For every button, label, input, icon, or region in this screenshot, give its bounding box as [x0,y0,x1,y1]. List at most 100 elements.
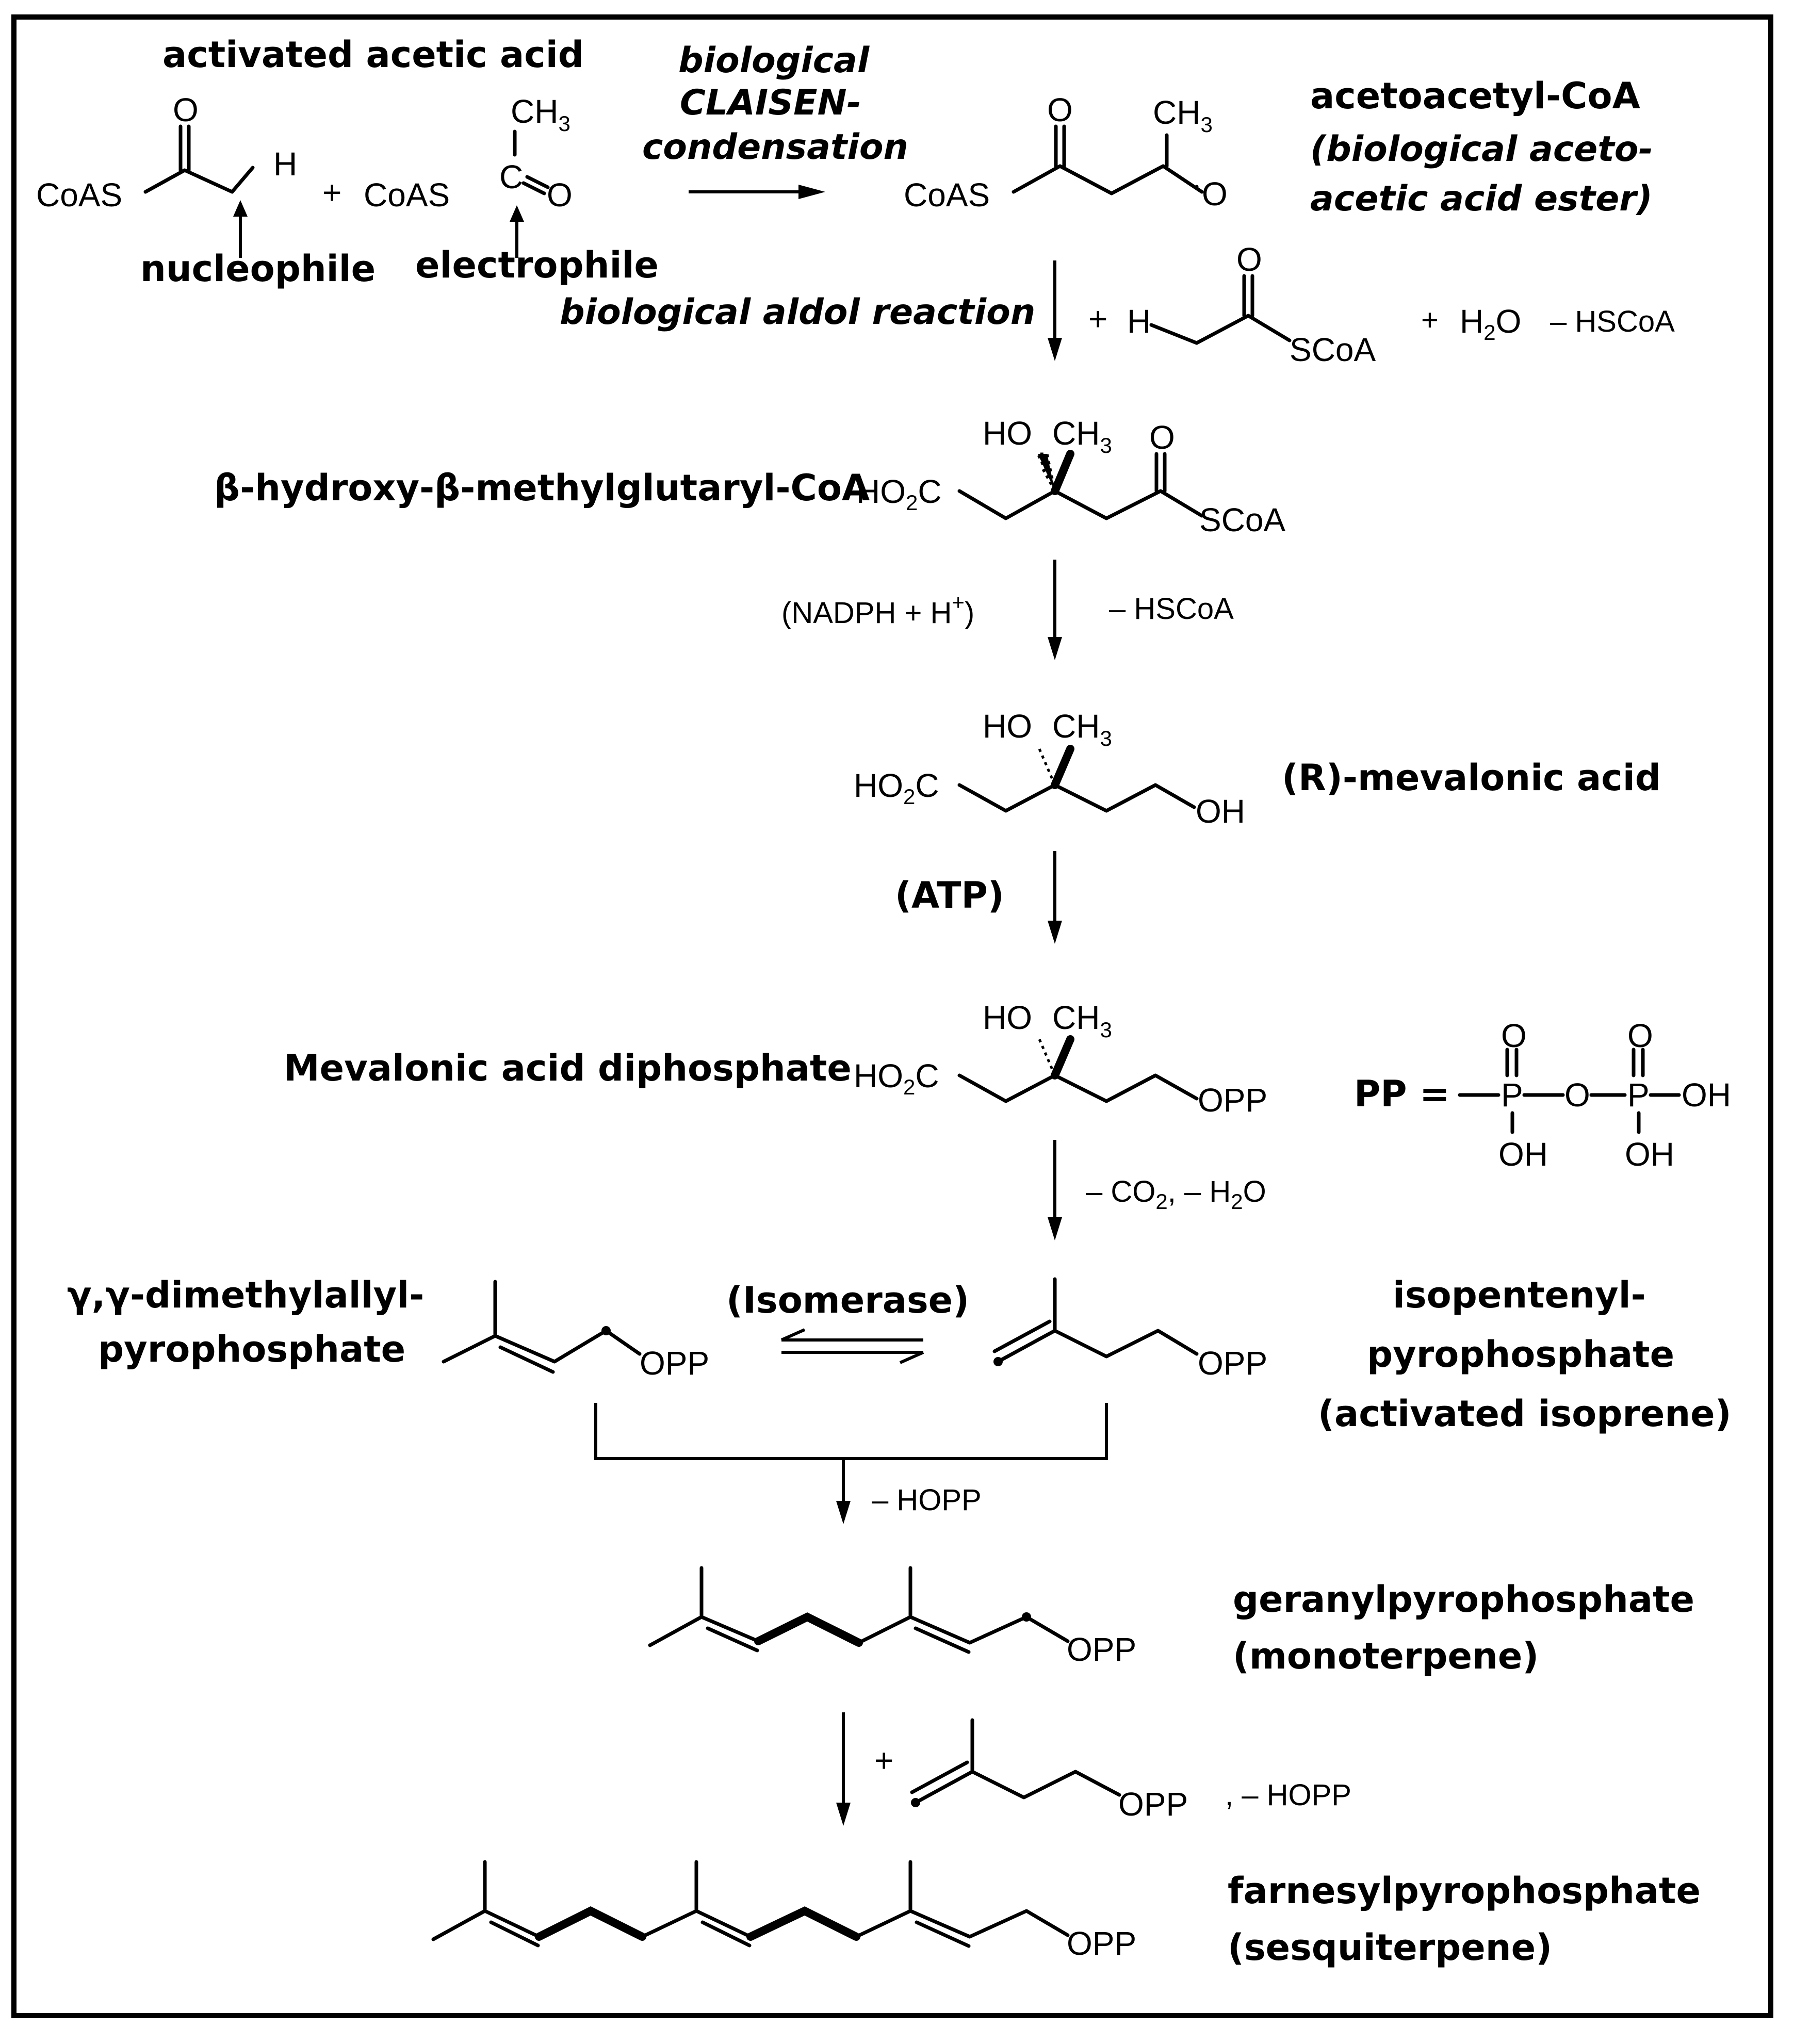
dmapp-structure: OPP [442,1280,709,1382]
label-ipp-1: isopentenyl- [1393,1274,1646,1316]
svg-text:OH: OH [1196,793,1245,830]
svg-text:HO2C: HO2C [856,473,942,515]
svg-text:O: O [1627,1017,1653,1054]
svg-text:O: O [1501,1017,1527,1054]
arrow-chain-elongation [836,1712,851,1826]
svg-text:+: + [1421,303,1439,337]
svg-text:OPP: OPP [1067,1631,1136,1668]
svg-text:P: P [1501,1076,1523,1114]
svg-text:CH3: CH3 [511,93,570,136]
svg-text:OPP: OPP [1118,1786,1188,1823]
svg-text:O: O [173,91,199,128]
water-reagent: + H2O – HSCoA [1421,303,1675,345]
label-nucleophile: nucleophile [140,248,376,290]
svg-text:O: O [1564,1076,1590,1114]
arrow-claisen [689,185,825,199]
svg-text:+: + [1088,300,1107,337]
reagent-atp: (ATP) [895,874,1004,917]
svg-text:CoAS: CoAS [364,176,450,214]
bracket-condensation [594,1403,1108,1524]
svg-text:O: O [1202,175,1228,212]
svg-text:SCoA: SCoA [1290,331,1376,368]
svg-text:O: O [547,176,573,214]
reagent-minus-hopp-2: , – HOPP [1225,1778,1351,1812]
label-fpp-1: farnesylpyrophosphate [1228,1870,1701,1912]
pyrophosphate-definition: PP = P O P OH O O OH OH [1354,1017,1731,1173]
svg-text:CoAS: CoAS [36,176,122,214]
svg-text:CH3: CH3 [1052,999,1112,1042]
ipp-reagent-structure: + OPP [874,1718,1188,1823]
arrow-phosphorylation [1048,851,1062,944]
label-gpp-1: geranylpyrophosphate [1233,1578,1694,1621]
arrow-isomerase-equilibrium [780,1328,924,1364]
svg-text:OPP: OPP [640,1345,709,1382]
label-gpp-2: (monoterpene) [1233,1635,1539,1677]
label-aldol: biological aldol reaction [560,292,1035,333]
label-acetoacetyl-1: acetoacetyl-CoA [1310,75,1640,117]
svg-text:HO: HO [983,708,1032,745]
acetoacetyl-coa-structure: CoAS O CH3 O [904,91,1228,214]
svg-text:H: H [273,145,297,183]
label-electrophile: electrophile [415,244,659,286]
svg-text:O: O [1149,419,1175,456]
svg-text:HO2C: HO2C [854,767,939,809]
arrow-decarboxylation [1048,1140,1062,1240]
plus-sign: + [322,174,341,211]
acetyl-coa-nucleophile: CoAS O H [36,91,297,258]
ipp-structure: OPP [992,1277,1267,1382]
reagent-minus-hopp-1: – HOPP [872,1483,982,1517]
svg-text:– HSCoA: – HSCoA [1550,305,1675,338]
mevalonic-acid-structure: HO2C HO CH3 OH [854,708,1245,830]
label-mevalonic-diphosphate: Mevalonic acid diphosphate [284,1047,852,1089]
label-claisen-3: condensation [642,127,908,168]
acetyl-coa-electrophile: CoAS C CH3 O [364,93,573,258]
svg-text:CH3: CH3 [1153,94,1213,137]
hmg-coa-structure: HO2C HO CH3 O SCoA [856,415,1286,538]
label-hmg-coa: β-hydroxy-β-methylglutaryl-CoA [214,467,870,509]
label-ipp-3: (activated isoprene) [1318,1393,1732,1435]
svg-text:OPP: OPP [1198,1345,1267,1382]
figure-border [11,14,1773,2018]
svg-text:HO2C: HO2C [854,1057,939,1099]
svg-text:PP =: PP = [1354,1073,1450,1115]
label-mevalonic-acid: (R)-mevalonic acid [1282,757,1661,799]
svg-text:+: + [874,1742,893,1779]
label-ipp-2: pyrophosphate [1367,1333,1674,1376]
svg-text:CH3: CH3 [1052,708,1112,750]
label-dmapp-1: γ,γ-dimethylallyl- [67,1274,424,1316]
svg-text:OH: OH [1682,1076,1731,1114]
svg-text:O: O [1236,241,1262,278]
svg-text:OPP: OPP [1198,1082,1267,1119]
label-acetoacetyl-3: acetic acid ester) [1310,178,1653,219]
gpp-structure: OPP [648,1566,1136,1668]
label-claisen-1: biological [678,40,870,81]
arrow-reduction [1048,560,1062,660]
svg-text:P: P [1627,1076,1650,1114]
svg-text:OH: OH [1498,1136,1548,1173]
svg-text:HO: HO [983,415,1032,452]
label-isomerase: (Isomerase) [726,1279,969,1321]
label-activated-acetic-acid: activated acetic acid [162,34,584,76]
svg-text:CoAS: CoAS [904,176,990,214]
reagent-nadph: (NADPH + H+) [781,590,974,630]
label-dmapp-2: pyrophosphate [98,1328,405,1370]
acetyl-coa-reagent: + H O SCoA [1088,241,1376,368]
svg-text:CH3: CH3 [1052,415,1112,457]
svg-text:HO: HO [983,999,1032,1036]
reagent-minus-hscoa: – HSCoA [1109,592,1234,626]
svg-text:OH: OH [1625,1136,1674,1173]
svg-text:C: C [499,158,523,195]
svg-text:SCoA: SCoA [1199,501,1286,538]
reagent-minus-co2-h2o: – CO2, – H2O [1086,1175,1266,1214]
svg-text:O: O [1047,91,1073,128]
svg-text:H: H [1127,303,1151,340]
svg-text:OPP: OPP [1067,1925,1136,1962]
label-fpp-2: (sesquiterpene) [1228,1926,1552,1969]
mevalonic-diphosphate-structure: HO2C HO CH3 OPP [854,999,1267,1119]
label-acetoacetyl-2: (biological aceto- [1310,129,1653,170]
fpp-structure: OPP [431,1860,1136,1962]
arrow-aldol [1048,260,1062,361]
label-claisen-2: CLAISEN- [680,83,861,123]
svg-text:H2O: H2O [1460,303,1521,345]
